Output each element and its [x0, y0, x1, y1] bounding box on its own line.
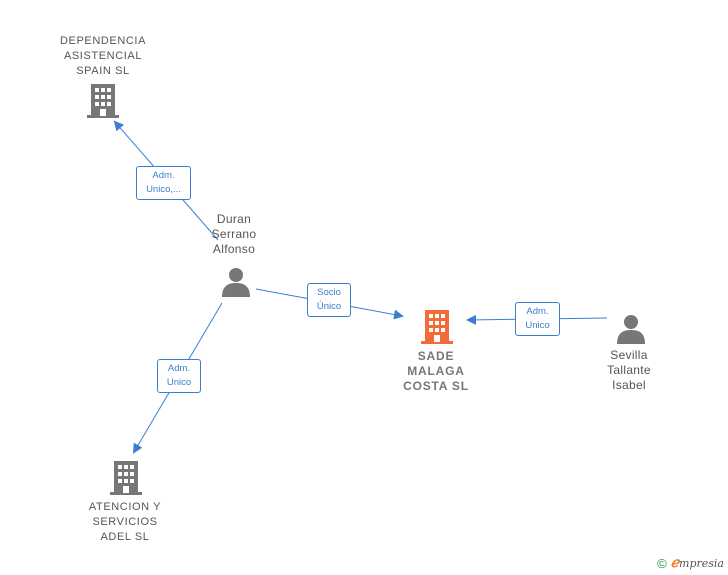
- node-label-atencion[interactable]: ATENCION Y SERVICIOS ADEL SL: [88, 501, 162, 543]
- edge-label-duran-dependencia[interactable]: Adm. Unico,...: [136, 166, 191, 200]
- brand-logo[interactable]: ℯmpresia: [670, 555, 724, 571]
- person-icon: [617, 315, 645, 344]
- node-label-dependencia[interactable]: DEPENDENCIA ASISTENCIAL SPAIN SL: [59, 35, 147, 77]
- edge-label-duran-sade[interactable]: Socio Único: [307, 283, 351, 317]
- node-label-sevilla[interactable]: Sevilla Tallante Isabel: [607, 348, 651, 392]
- person-icon: [222, 268, 250, 297]
- node-label-duran[interactable]: Duran Serrano Alfonso: [211, 212, 257, 256]
- edge-label-sevilla-sade[interactable]: Adm. Unico: [515, 302, 560, 336]
- building-icon: [110, 461, 142, 495]
- node-label-sade[interactable]: SADE MALAGA COSTA SL: [403, 349, 469, 393]
- building-icon-focus: [421, 310, 453, 344]
- edge-label-duran-atencion[interactable]: Adm. Unico: [157, 359, 201, 393]
- building-icon: [87, 84, 119, 118]
- copyright-icon: ©: [657, 555, 667, 571]
- footer-brand: © ℯmpresia: [657, 555, 724, 571]
